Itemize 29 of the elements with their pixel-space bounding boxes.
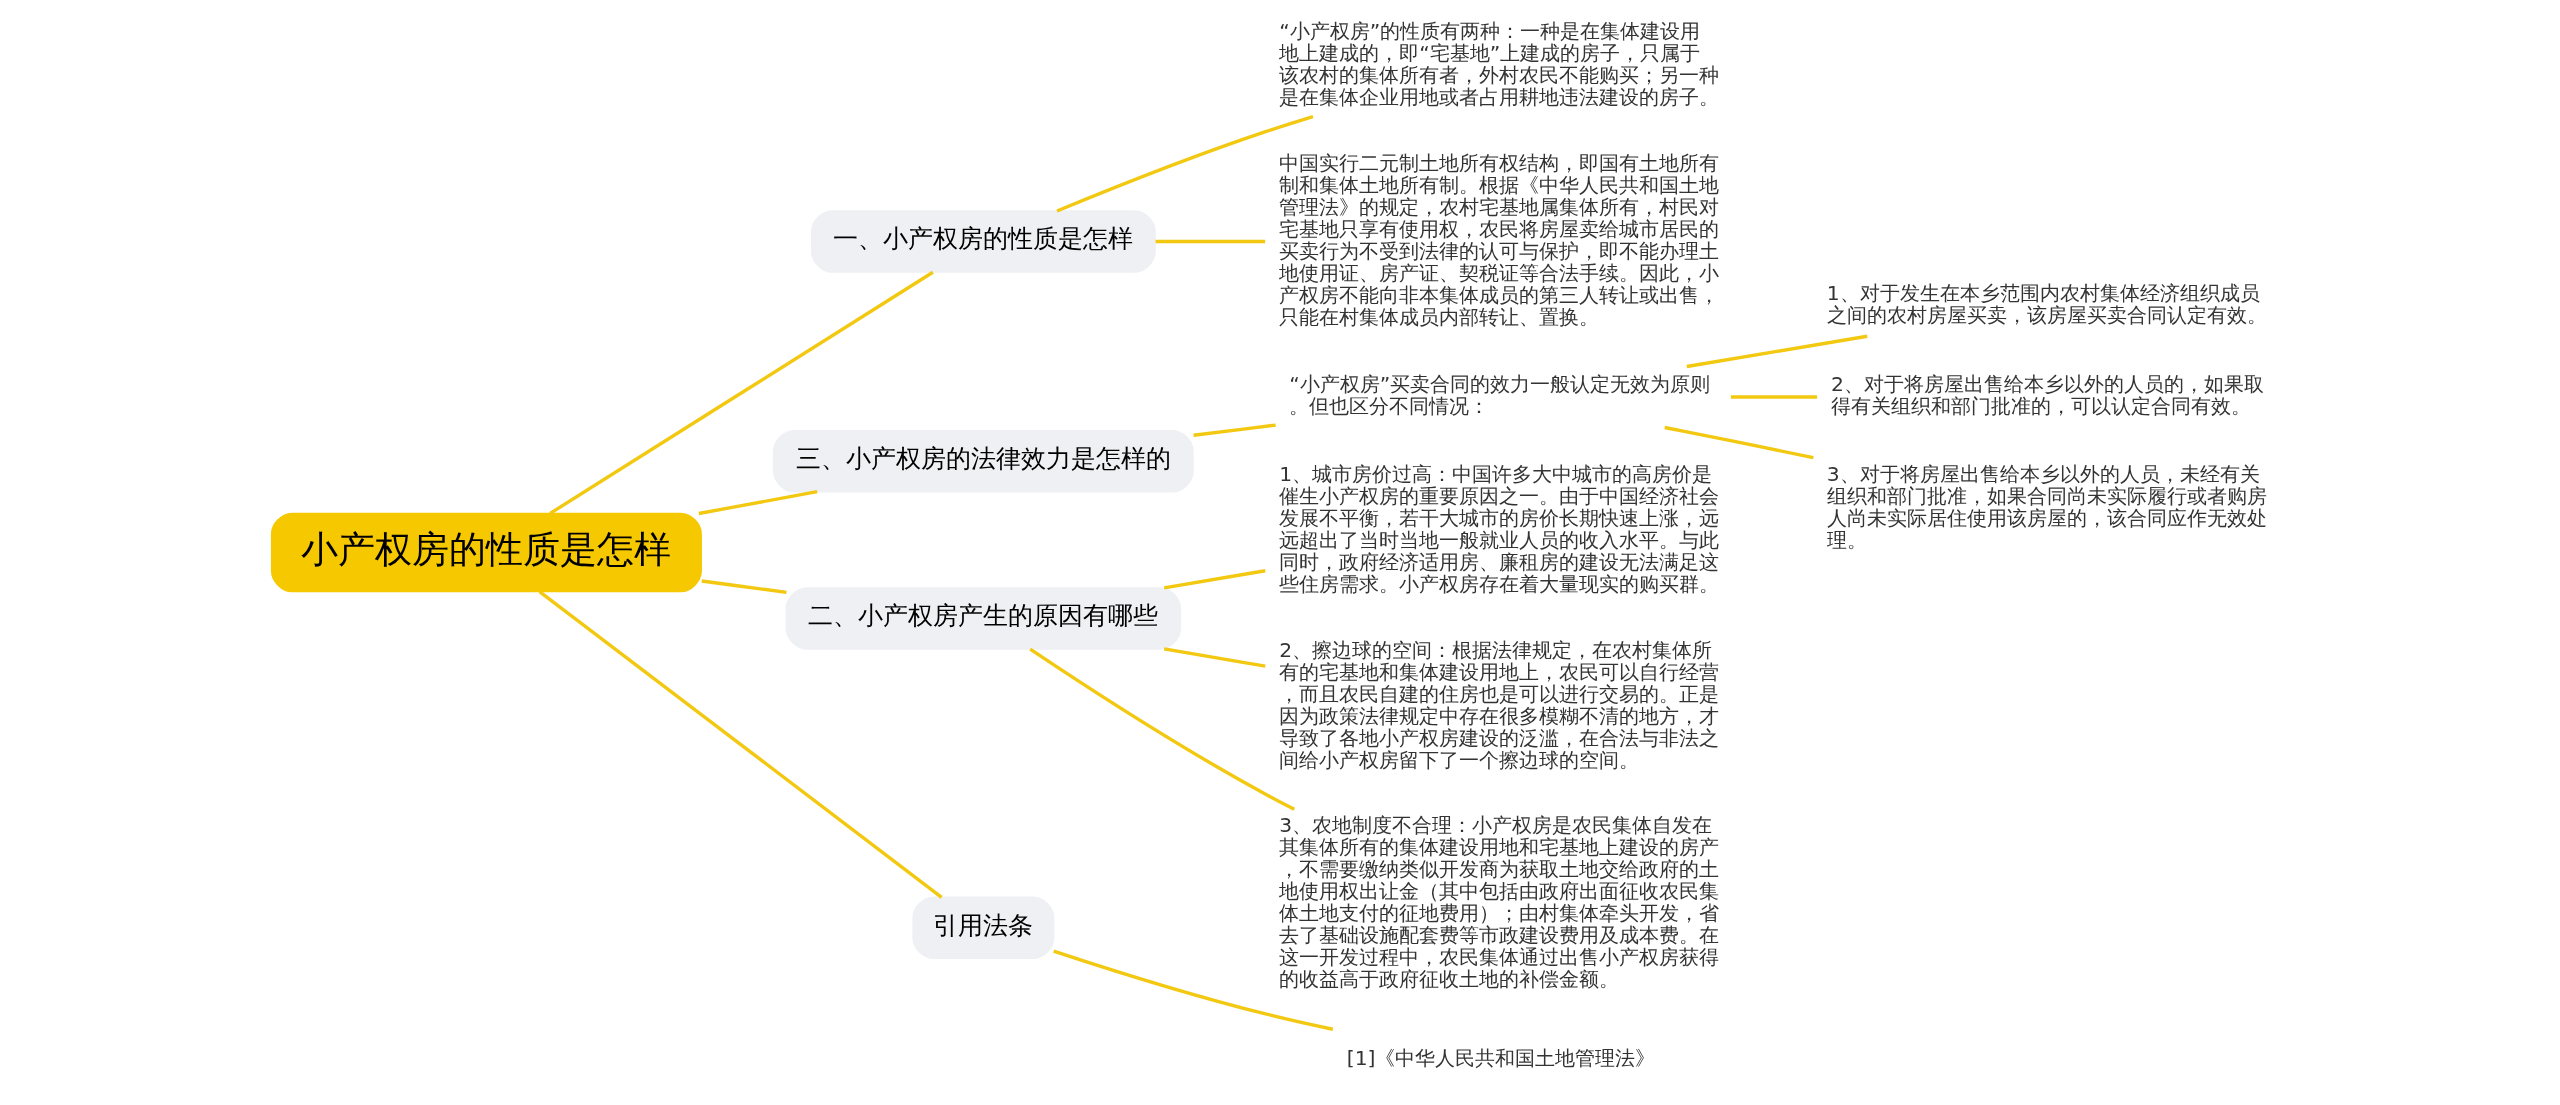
connector: [701, 579, 787, 594]
node-text: 1、对于发生在本乡范围内农村集体经济组织成员之间的农村房屋买卖，该房屋买卖合同认定有效。: [1826, 280, 2267, 327]
node-box: 引用法条: [912, 896, 1055, 959]
node-text: 3、农地制度不合理：小产权房是农民集体自发在其集体所有的集体建设用地和宅基地上建设的房产，不需要缴纳类似开发商为获取土地交给政府的土地使用权出让金（其中包括由政府出面征收农民集体土地支付的征地费用）；由村集体牵头开发，省去了基础设施配套费等市政建设费用及成本费。在这一开发过程中，农民集体通过出售小产权房获得的收益高于政府征收土地的补偿金额。: [1279, 813, 1720, 992]
connector: [1730, 395, 1818, 399]
connector: [538, 590, 943, 899]
node-text: “小产权房”买卖合同的效力一般认定无效为原则。但也区分不同情况：: [1289, 372, 1711, 419]
node-text: 3、对于将房屋出售给本乡以外的人员，未经有关组织和部门批准，如果合同尚未实际履行或者购房人尚未实际居住使用该房屋的，该合同应作无效处理。: [1826, 461, 2267, 552]
connector: [1193, 423, 1276, 437]
node-text: 2、擦边球的空间：根据法律规定，在农村集体所有的宅基地和集体建设用地上，农民可以自行经营，而且农民自建的住房也是可以进行交易的。正是因为政策法律规定中存在很多模糊不清的地方，才导致了各地小产权房建设的泛滥，在合法与非法之间给小产权房留下了一个擦边球的空间。: [1279, 637, 1720, 772]
node-text: 1、城市房价过高：中国许多大中城市的高房价是催生小产权房的重要原因之一。由于中国经济社会发展不平衡，若干大城市的房价长期快速上涨，远远超出了当时当地一般就业人员的收入水平。与此同时，政府经济适用房、廉租房的建设无法满足这些住房需求。小产权房存在着大量现实的购买群。: [1279, 461, 1720, 596]
node-box: 三、小产权房的法律效力是怎样的: [772, 429, 1194, 493]
node-box: 一、小产权房的性质是怎样: [810, 210, 1156, 273]
connector: [1163, 569, 1266, 590]
connector: [1056, 114, 1314, 213]
connector: [1029, 647, 1296, 811]
node-text: [1]《中华人民共和国土地管理法》: [1346, 1045, 1656, 1070]
node-text: “小产权房”的性质有两种：一种是在集体建设用地上建成的，即“宅基地”上建成的房子，只属于该农村的集体所有者，外村农民不能购买；另一种是在集体企业用地或者占用耕地违法建设的房子。: [1279, 18, 1720, 109]
connector: [1155, 239, 1266, 244]
connector: [1664, 425, 1814, 460]
connector: [1053, 949, 1334, 1031]
node-text: 2、对于将房屋出售给本乡以外的人员的，如果取得有关组织和部门批准的，可以认定合同有效。: [1831, 372, 2264, 419]
connector: [1163, 647, 1266, 668]
connector: [698, 490, 818, 516]
connector: [549, 270, 934, 515]
node-box: 二、小产权房产生的原因有哪些: [785, 587, 1182, 650]
connector: [1686, 334, 1868, 369]
node-text: 中国实行二元制土地所有权结构，即国有土地所有制和集体土地所有制。根据《中华人民共和国土地管理法》的规定，农村宅基地属集体所有，村民对宅基地只享有使用权，农民将房屋卖给城市居民的买卖行为不受到法律的认可与保护，即不能办理土地使用证、房产证、契税证等合法手续。因此，小产权房不能向非本集体成员的第三人转让或出售，只能在村集体成员内部转让、置换。: [1279, 150, 1720, 329]
node-box: 小产权房的性质是怎样: [270, 512, 702, 593]
